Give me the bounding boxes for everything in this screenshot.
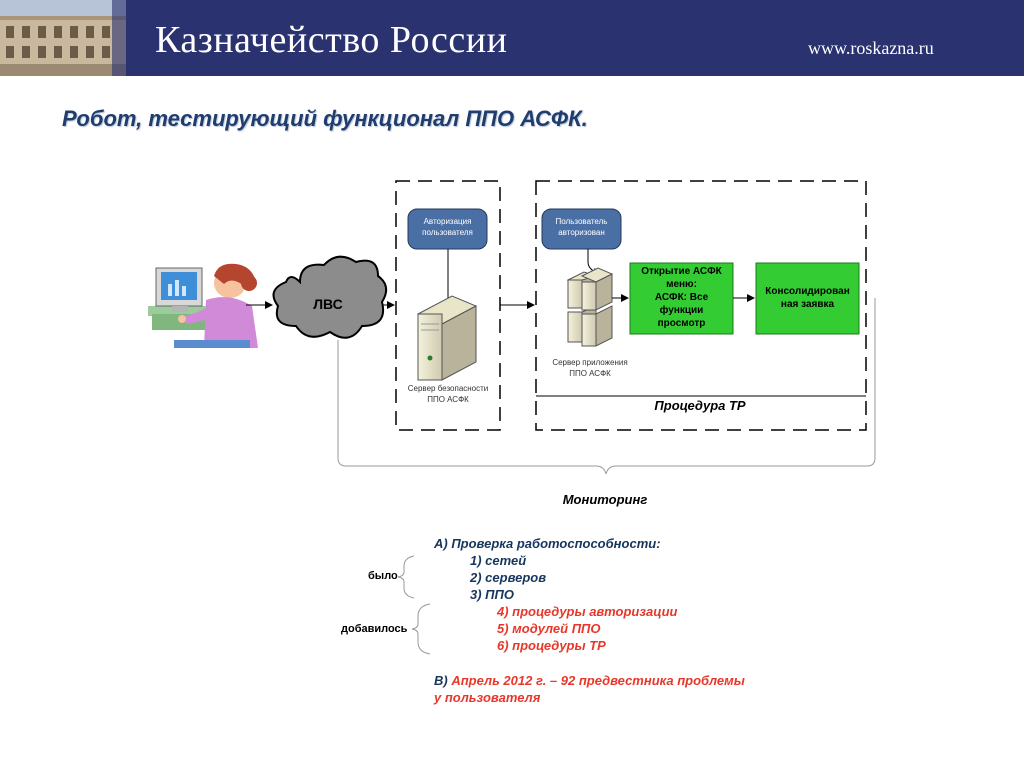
authorization-box-label: Авторизация пользователя — [408, 216, 487, 238]
open-menu-line-3: АСФК: Все — [654, 292, 709, 303]
consolidated-request-box — [755, 262, 860, 335]
authorization-line-2: пользователя — [422, 228, 473, 237]
new-check-1: 4) процедуры авторизации — [497, 604, 678, 619]
security-server-line-2: ППО АСФК — [427, 395, 469, 404]
old-check-3: 3) ППО — [470, 587, 514, 602]
header-title: Казначейство России — [155, 19, 508, 61]
was-brace — [397, 555, 415, 599]
user-authorized-label: Пользователь авторизован — [542, 216, 621, 238]
slide-title: Робот, тестирующий функционал ППО АСФК. — [62, 106, 588, 131]
user-authorized-box — [541, 208, 622, 250]
security-server-icon — [416, 295, 478, 381]
checks-heading: А) Проверка работоспособности: — [434, 536, 661, 551]
user-authorized-line-2: авторизован — [558, 228, 605, 237]
user-authorized-line-1: Пользователь — [555, 217, 608, 226]
open-menu-line-5: просмотр — [657, 318, 706, 329]
header-bar: Казначейство России www.roskazna.ru — [0, 0, 1024, 76]
app-server-line-1: Сервер приложения — [552, 358, 628, 367]
old-check-1: 1) сетей — [470, 553, 527, 568]
consolidated-line-2: ная заявка — [780, 299, 835, 310]
consolidated-label: Консолидирован ная заявка — [756, 285, 859, 311]
monitoring-label: Мониторинг — [562, 492, 648, 507]
precursor-line-2: у пользователя — [434, 690, 541, 705]
security-server-label: Сервер безопасности ППО АСФК — [396, 383, 500, 405]
network-cloud-label: ЛВС — [313, 296, 343, 312]
open-menu-line-1: Открытие АСФК — [641, 266, 722, 277]
procedure-label: Процедура ТР — [654, 398, 746, 413]
consolidated-line-1: Консолидирован — [765, 286, 850, 297]
network-cloud — [272, 255, 388, 339]
open-menu-label: Открытие АСФК меню: АСФК: Все функции пр… — [630, 265, 733, 330]
precursor-line-1: В) Апрель 2012 г. – 92 предвестника проб… — [434, 672, 745, 689]
app-zone-frame — [535, 180, 867, 431]
precursor-text: Апрель 2012 г. – 92 предвестника проблем… — [447, 673, 745, 688]
new-check-3: 6) процедуры ТР — [497, 638, 606, 653]
added-brace — [411, 603, 431, 655]
app-server-icon — [566, 267, 614, 347]
was-label: было — [368, 570, 398, 582]
open-menu-box — [629, 262, 734, 335]
open-menu-line-2: меню: — [666, 279, 697, 290]
app-server-label: Сервер приложения ППО АСФК — [540, 357, 640, 379]
monitoring-brace — [337, 298, 876, 475]
building-photo — [0, 0, 126, 76]
header-url[interactable]: www.roskazna.ru — [808, 38, 934, 58]
precursor-prefix: В) — [434, 673, 448, 688]
old-check-2: 2) серверов — [470, 570, 547, 585]
new-check-2: 5) модулей ППО — [497, 621, 601, 636]
app-server-line-2: ППО АСФК — [569, 369, 611, 378]
person-at-computer-icon — [148, 263, 258, 348]
security-server-line-1: Сервер безопасности — [407, 384, 489, 393]
open-menu-line-4: функции — [659, 305, 704, 316]
added-label: добавилось — [341, 623, 408, 635]
authorization-line-1: Авторизация — [423, 217, 472, 226]
